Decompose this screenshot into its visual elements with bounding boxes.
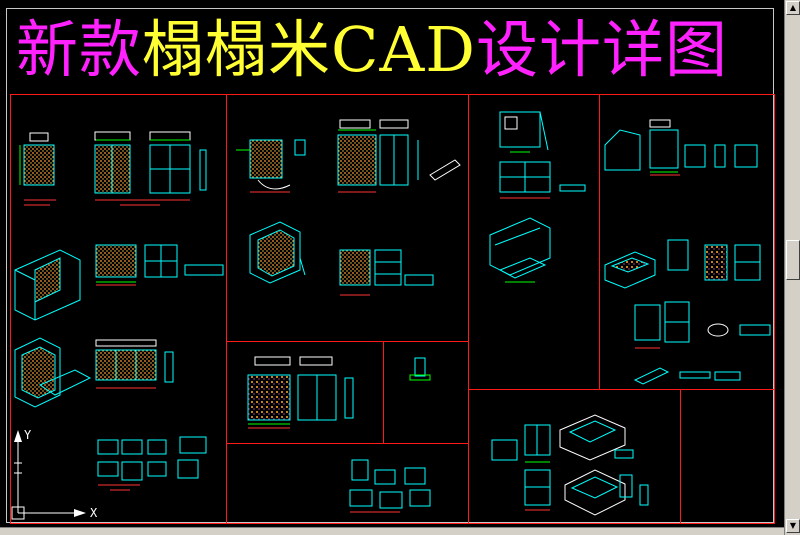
ucs-x-label: X [90, 506, 98, 520]
title-part-3: 设计详图 [475, 13, 728, 86]
title-part-1: 新款 [16, 13, 143, 86]
panel-4-drawings [489, 111, 586, 283]
panel-2-drawings [236, 119, 461, 296]
horizontal-scrollbar[interactable] [0, 527, 784, 535]
vertical-scrollbar[interactable]: ▲ ▼ [784, 0, 800, 535]
arrow-down-icon: ▼ [789, 521, 797, 530]
dimension-marks [96, 129, 678, 463]
title-part-2: 榻榻米CAD [142, 13, 476, 86]
panel-7-drawings [349, 459, 431, 513]
drawing-title: 新款榻榻米CAD设计详图 [16, 10, 728, 90]
panel-3-drawings [247, 356, 431, 429]
scroll-down-button[interactable]: ▼ [786, 519, 800, 533]
ucs-icon: Y X [8, 428, 97, 520]
panel-6-drawings [491, 414, 649, 516]
drawing-frame [6, 8, 774, 523]
scroll-up-button[interactable]: ▲ [786, 1, 800, 15]
scroll-thumb[interactable] [786, 240, 800, 280]
panel-7 [226, 443, 469, 524]
panel-8 [680, 389, 775, 524]
panel-5-drawings [604, 119, 771, 385]
arrow-up-icon: ▲ [789, 3, 797, 12]
ucs-y-label: Y [24, 428, 32, 442]
